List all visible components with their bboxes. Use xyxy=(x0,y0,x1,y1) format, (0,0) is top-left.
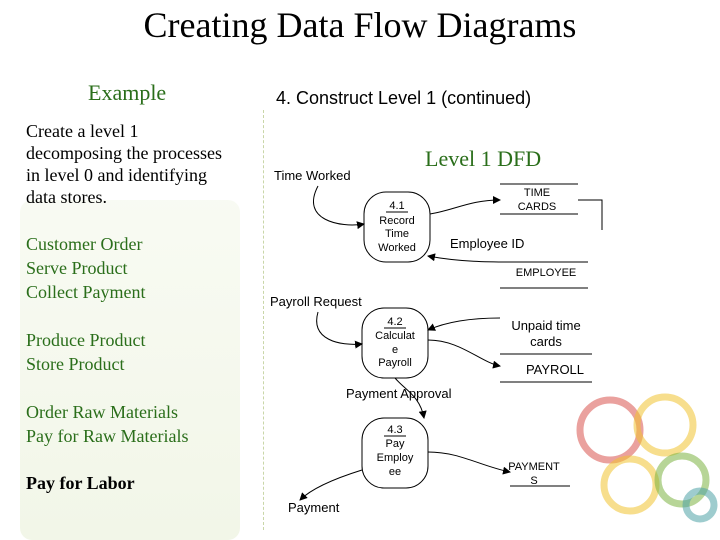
flow-arrow xyxy=(427,253,511,263)
gear-icon xyxy=(682,487,718,523)
process-label: Worked xyxy=(378,242,416,254)
gear-icon xyxy=(576,396,644,464)
flow-arrow xyxy=(578,199,603,230)
level-heading: Level 1 DFD xyxy=(425,146,542,171)
gear-icon xyxy=(633,393,697,457)
process-4-3: 4.3 Pay Employ ee xyxy=(361,417,429,489)
process-label: Payroll xyxy=(378,357,412,369)
gear-icon xyxy=(600,455,660,515)
page-title: Creating Data Flow Diagrams xyxy=(143,5,577,45)
process-number: 4.1 xyxy=(389,200,404,212)
store-label: Unpaid time xyxy=(511,318,580,333)
intro-line: data stores. xyxy=(26,187,107,207)
process-label: Calculat xyxy=(375,330,415,342)
gear-icon xyxy=(654,452,710,508)
store-label: TIME xyxy=(524,187,550,199)
gears-illustration xyxy=(576,393,718,523)
process-group-materials: Order Raw Materials Pay for Raw Material… xyxy=(26,400,188,448)
process-label: e xyxy=(392,344,398,356)
store-label: CARDS xyxy=(518,201,557,213)
process-4-2: 4.2 Calculat e Payroll xyxy=(361,307,429,379)
store-label: cards xyxy=(530,334,562,349)
store-label: S xyxy=(530,475,537,487)
divider xyxy=(263,110,264,530)
flow-label-payroll-request: Payroll Request xyxy=(270,294,362,309)
process-item: Pay for Raw Materials xyxy=(26,426,189,446)
flow-label-time-worked: Time Worked xyxy=(274,168,351,183)
flow-arrow xyxy=(427,317,501,331)
process-label: ee xyxy=(389,466,401,478)
process-item: Produce Product xyxy=(26,330,146,350)
intro-line: Create a level 1 xyxy=(26,121,139,141)
process-group-customer: Customer Order Serve Product Collect Pay… xyxy=(26,232,145,304)
process-item: Collect Payment xyxy=(26,282,146,302)
flow-arrow xyxy=(429,196,501,215)
process-item: Serve Product xyxy=(26,258,128,278)
store-payroll: PAYROLL xyxy=(500,362,592,383)
process-label: Pay xyxy=(386,438,405,450)
flow-label-payment: Payment xyxy=(288,500,340,515)
store-label: EMPLOYEE xyxy=(516,267,577,279)
flow-label-employee-id: Employee ID xyxy=(450,236,524,251)
process-4-1: 4.1 Record Time Worked xyxy=(363,191,431,263)
flow-arrow xyxy=(427,339,501,369)
example-heading: Example xyxy=(88,80,167,105)
process-label: Employ xyxy=(377,452,414,464)
process-item: Order Raw Materials xyxy=(26,402,178,422)
intro-text: Create a level 1 decomposing the process… xyxy=(26,120,256,208)
intro-line: decomposing the processes xyxy=(26,143,222,163)
background-illustration xyxy=(20,200,240,540)
flow-arrow xyxy=(316,311,363,349)
store-label: PAYROLL xyxy=(526,362,584,377)
pay-for-labor-label: Pay for Labor xyxy=(26,473,135,493)
step-heading: 4. Construct Level 1 (continued) xyxy=(276,88,532,108)
store-payments: PAYMENT S xyxy=(508,461,570,487)
process-label: Time xyxy=(385,228,409,240)
process-item: Store Product xyxy=(26,354,125,374)
flow-label-payment-approval: Payment Approval xyxy=(346,386,452,401)
store-time-cards: TIME CARDS xyxy=(500,183,578,215)
store-label: PAYMENT xyxy=(508,461,560,473)
process-item: Customer Order xyxy=(26,234,143,254)
process-number: 4.3 xyxy=(387,424,402,436)
intro-line: in level 0 and identifying xyxy=(26,165,207,185)
store-unpaid-time-cards: Unpaid time cards xyxy=(500,318,592,355)
flow-arrow xyxy=(427,451,511,475)
process-group-production: Produce Product Store Product xyxy=(26,328,145,376)
flow-arrow xyxy=(312,185,365,230)
process-number: 4.2 xyxy=(387,316,402,328)
flow-arrow xyxy=(299,469,363,501)
flow-arrow xyxy=(394,377,427,419)
store-employee: EMPLOYEE xyxy=(500,261,588,289)
process-label: Record xyxy=(379,215,414,227)
